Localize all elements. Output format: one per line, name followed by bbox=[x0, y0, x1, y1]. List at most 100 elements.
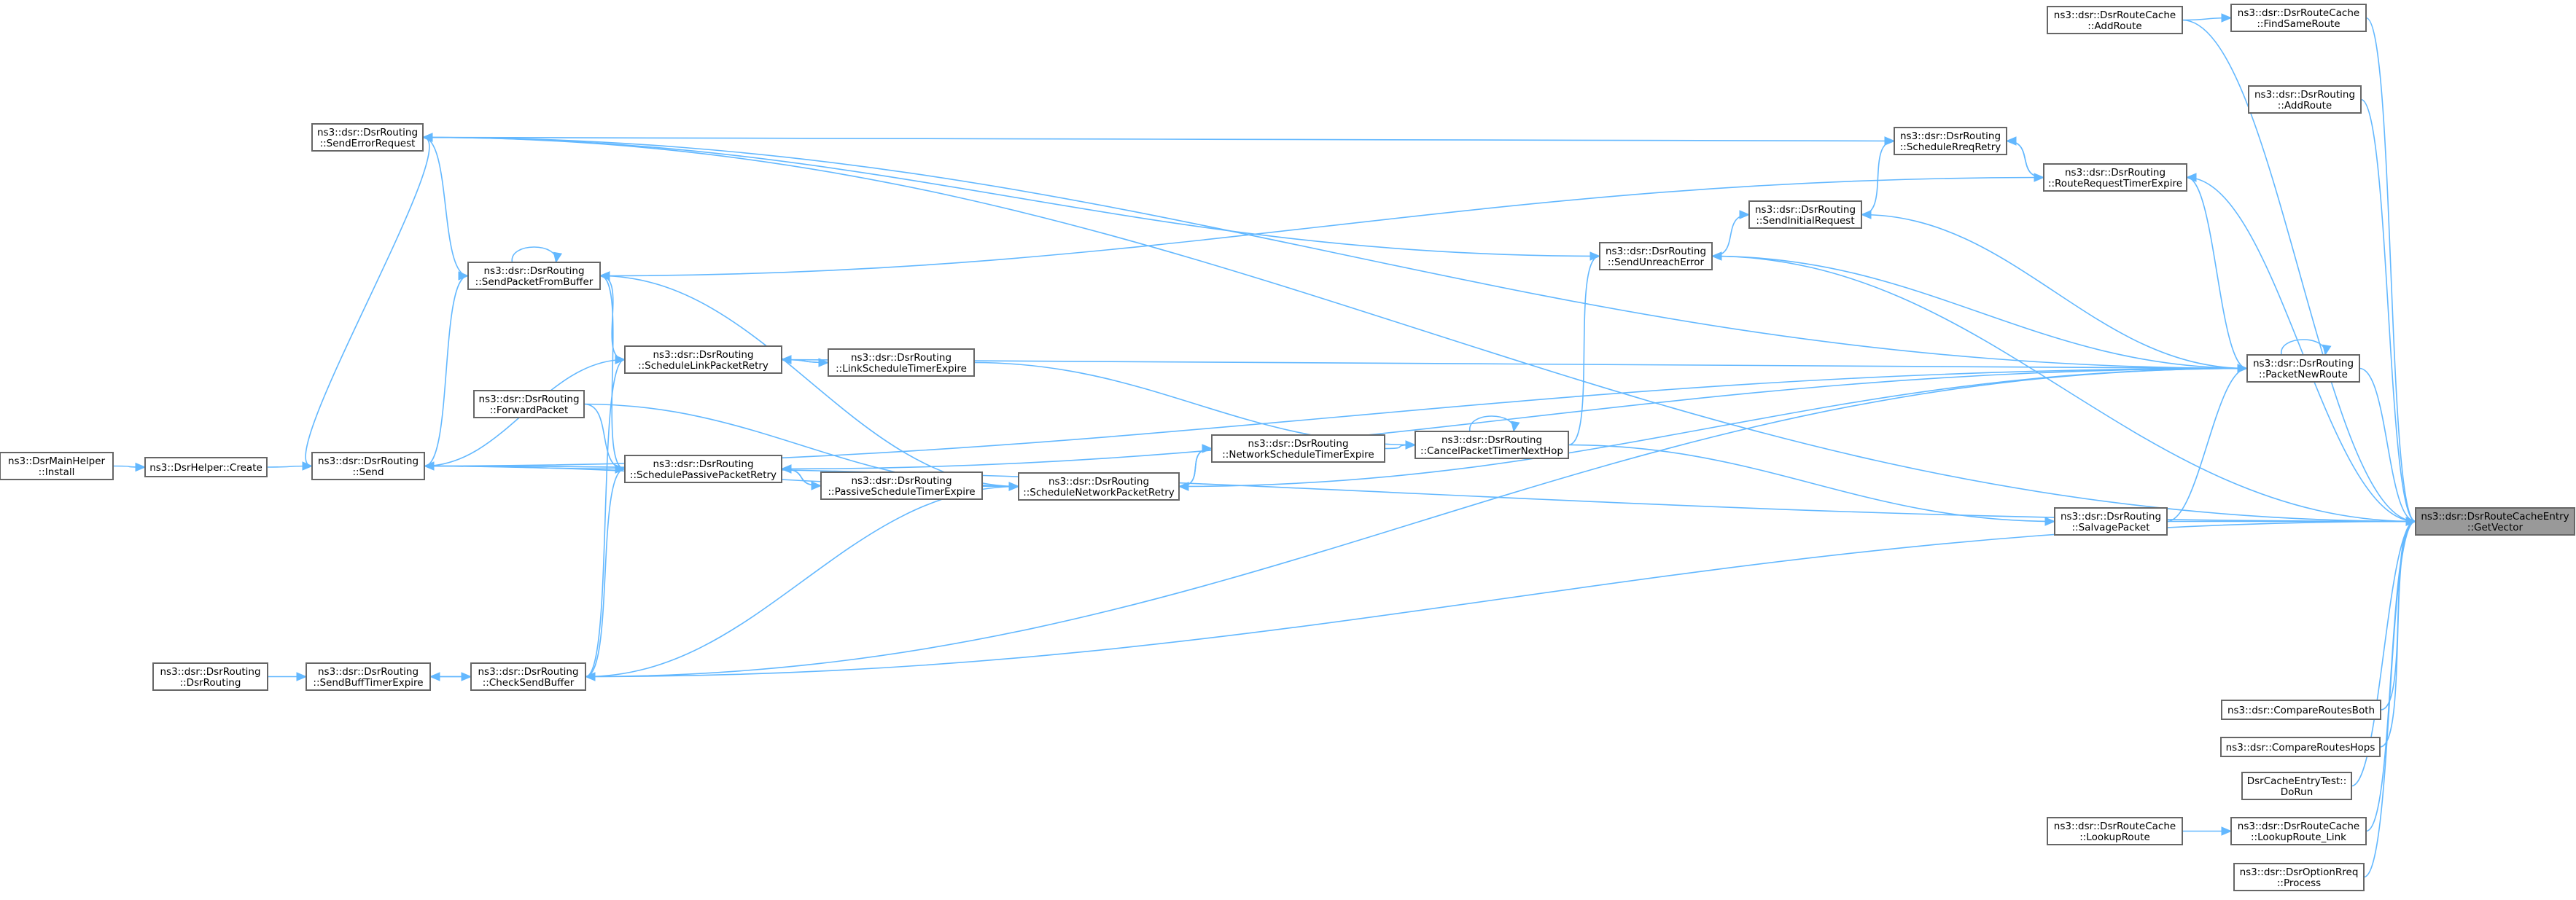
node-get-vector[interactable]: ns3::dsr::DsrRouteCacheEntry::GetVector bbox=[2415, 507, 2575, 536]
node-get-vector-box[interactable] bbox=[2415, 507, 2575, 536]
node-cancel-packet-timer-next-hop[interactable]: ns3::dsr::DsrRouting::CancelPacketTimerN… bbox=[1415, 431, 1569, 459]
edge-option-rreq-process-to-get-vector-line bbox=[2363, 520, 2416, 878]
node-lookup-route-link[interactable]: ns3::dsr::DsrRouteCache::LookupRoute_Lin… bbox=[2230, 817, 2367, 845]
edge-check-send-buffer-to-send-buff-timer-expire bbox=[429, 672, 471, 681]
node-dsr-routing-ctor-box[interactable] bbox=[152, 662, 268, 691]
node-send-packet-from-buffer-box[interactable] bbox=[467, 262, 601, 290]
node-salvage-packet[interactable]: ns3::dsr::DsrRouting::SalvagePacket bbox=[2054, 507, 2168, 536]
node-salvage-packet-box[interactable] bbox=[2054, 507, 2168, 536]
edge-cancel-packet-timer-next-hop-to-send-unreach-error-line bbox=[1568, 255, 1600, 446]
node-schedule-link-packet-retry-box[interactable] bbox=[624, 345, 782, 374]
node-find-same-route[interactable]: ns3::dsr::DsrRouteCache::FindSameRoute bbox=[2230, 4, 2367, 32]
node-forward-packet-label-line-1: ns3::dsr::DsrRouting bbox=[478, 394, 579, 405]
node-main-helper-install[interactable]: ns3::DsrMainHelper::Install bbox=[0, 452, 114, 480]
node-send-buff-timer-expire-label-line-2: ::SendBuffTimerExpire bbox=[313, 677, 423, 689]
node-send-initial-request-label-line-1: ns3::dsr::DsrRouting bbox=[1755, 204, 1856, 216]
node-send-error-request-label-line-1: ns3::dsr::DsrRouting bbox=[317, 127, 418, 138]
node-schedule-network-packet-retry-label-line-1: ns3::dsr::DsrRouting bbox=[1048, 476, 1149, 488]
node-cache-add-route[interactable]: ns3::dsr::DsrRouteCache::AddRoute bbox=[2047, 6, 2183, 34]
node-schedule-rreq-retry[interactable]: ns3::dsr::DsrRouting::ScheduleRreqRetry bbox=[1894, 127, 2007, 155]
node-forward-packet-box[interactable] bbox=[473, 390, 585, 418]
node-send-unreach-error-box[interactable] bbox=[1599, 242, 1713, 270]
node-link-schedule-timer-expire[interactable]: ns3::dsr::DsrRouting::LinkScheduleTimerE… bbox=[828, 348, 975, 377]
node-find-same-route-label-line-1: ns3::dsr::DsrRouteCache bbox=[2238, 7, 2359, 19]
node-schedule-passive-packet-retry-label-line-2: ::SchedulePassivePacketRetry bbox=[630, 469, 777, 481]
node-cache-add-route-box[interactable] bbox=[2047, 6, 2183, 34]
node-compare-routes-both[interactable]: ns3::dsr::CompareRoutesBoth bbox=[2221, 700, 2381, 720]
node-route-request-timer-expire[interactable]: ns3::dsr::DsrRouting::RouteRequestTimerE… bbox=[2043, 163, 2187, 192]
edge-helper-create-to-send bbox=[266, 461, 314, 471]
node-passive-schedule-timer-expire[interactable]: ns3::dsr::DsrRouting::PassiveScheduleTim… bbox=[820, 471, 983, 500]
node-salvage-packet-label-line-1: ns3::dsr::DsrRouting bbox=[2061, 511, 2161, 523]
node-helper-create-box[interactable] bbox=[144, 457, 268, 477]
node-schedule-rreq-retry-box[interactable] bbox=[1894, 127, 2007, 155]
node-route-request-timer-expire-box[interactable] bbox=[2043, 163, 2187, 192]
edge-schedule-link-packet-retry-to-link-schedule-timer-expire-arrowhead bbox=[818, 358, 830, 367]
node-get-vector-label-line-2: ::GetVector bbox=[2467, 522, 2524, 533]
node-main-helper-install-box[interactable] bbox=[0, 452, 114, 480]
node-send-initial-request-box[interactable] bbox=[1748, 200, 1862, 229]
node-send-error-request-box[interactable] bbox=[311, 123, 424, 152]
edge-packet-new-route-to-send-initial-request-line bbox=[1861, 214, 2248, 369]
edge-send-packet-from-buffer-to-send-error-request-line bbox=[422, 136, 469, 277]
edge-network-schedule-timer-expire-to-schedule-network-packet-retry bbox=[1178, 447, 1213, 491]
node-option-rreq-process-box[interactable] bbox=[2233, 863, 2365, 891]
node-compare-routes-hops[interactable]: ns3::dsr::CompareRoutesHops bbox=[2220, 737, 2381, 757]
node-send-unreach-error[interactable]: ns3::dsr::DsrRouting::SendUnreachError bbox=[1599, 242, 1713, 270]
node-schedule-network-packet-retry[interactable]: ns3::dsr::DsrRouting::ScheduleNetworkPac… bbox=[1018, 472, 1180, 501]
node-send[interactable]: ns3::dsr::DsrRouting::Send bbox=[311, 452, 425, 480]
node-check-send-buffer[interactable]: ns3::dsr::DsrRouting::CheckSendBuffer bbox=[470, 662, 586, 691]
edge-send-to-send-error-request bbox=[305, 133, 433, 467]
node-schedule-passive-packet-retry[interactable]: ns3::dsr::DsrRouting::SchedulePassivePac… bbox=[624, 455, 782, 483]
node-packet-new-route-label-line-1: ns3::dsr::DsrRouting bbox=[2253, 358, 2354, 369]
edge-send-initial-request-to-schedule-rreq-retry-line bbox=[1861, 140, 1895, 216]
node-routing-add-route[interactable]: ns3::dsr::DsrRouting::AddRoute bbox=[2248, 85, 2362, 114]
node-lookup-route-box[interactable] bbox=[2047, 817, 2183, 845]
edge-send-initial-request-to-schedule-rreq-retry bbox=[1861, 136, 1896, 216]
node-forward-packet[interactable]: ns3::dsr::DsrRouting::ForwardPacket bbox=[473, 390, 585, 418]
node-send-initial-request[interactable]: ns3::dsr::DsrRouting::SendInitialRequest bbox=[1748, 200, 1862, 229]
node-routing-add-route-box[interactable] bbox=[2248, 85, 2362, 114]
node-do-run-box[interactable] bbox=[2241, 772, 2352, 800]
node-passive-schedule-timer-expire-label-line-2: ::PassiveScheduleTimerExpire bbox=[828, 486, 975, 498]
node-schedule-network-packet-retry-box[interactable] bbox=[1018, 472, 1180, 501]
node-packet-new-route[interactable]: ns3::dsr::DsrRouting::PacketNewRoute bbox=[2246, 354, 2360, 383]
node-packet-new-route-box[interactable] bbox=[2246, 354, 2360, 383]
node-lookup-route[interactable]: ns3::dsr::DsrRouteCache::LookupRoute bbox=[2047, 817, 2183, 845]
node-send-box[interactable] bbox=[311, 452, 425, 480]
node-network-schedule-timer-expire-box[interactable] bbox=[1211, 434, 1385, 463]
edge-check-send-buffer-to-schedule-link-packet-retry-line bbox=[585, 359, 626, 678]
edge-check-send-buffer-to-schedule-network-packet-retry bbox=[585, 482, 1020, 678]
node-lookup-route-link-box[interactable] bbox=[2230, 817, 2367, 845]
node-compare-routes-hops-label-line-1: ns3::dsr::CompareRoutesHops bbox=[2226, 742, 2375, 754]
node-send-buff-timer-expire[interactable]: ns3::dsr::DsrRouting::SendBuffTimerExpir… bbox=[306, 662, 431, 691]
node-cancel-packet-timer-next-hop-box[interactable] bbox=[1415, 431, 1569, 459]
node-option-rreq-process-label-line-1: ns3::dsr::DsrOptionRreq bbox=[2240, 866, 2359, 878]
node-schedule-network-packet-retry-label-line-2: ::ScheduleNetworkPacketRetry bbox=[1023, 487, 1175, 498]
edge-dsr-routing-ctor-to-send-buff-timer-expire-arrowhead bbox=[296, 672, 308, 681]
node-schedule-link-packet-retry[interactable]: ns3::dsr::DsrRouting::ScheduleLinkPacket… bbox=[624, 345, 782, 374]
node-link-schedule-timer-expire-box[interactable] bbox=[828, 348, 975, 377]
node-do-run[interactable]: DsrCacheEntryTest::DoRun bbox=[2241, 772, 2352, 800]
node-schedule-passive-packet-retry-box[interactable] bbox=[624, 455, 782, 483]
node-compare-routes-hops-box[interactable] bbox=[2220, 737, 2381, 757]
node-main-helper-install-label-line-1: ns3::DsrMainHelper bbox=[8, 455, 106, 467]
edge-salvage-packet-to-packet-new-route-line bbox=[2166, 367, 2248, 523]
node-check-send-buffer-box[interactable] bbox=[470, 662, 586, 691]
node-helper-create[interactable]: ns3::DsrHelper::Create bbox=[144, 457, 268, 477]
node-send-error-request[interactable]: ns3::dsr::DsrRouting::SendErrorRequest bbox=[311, 123, 424, 152]
node-find-same-route-box[interactable] bbox=[2230, 4, 2367, 32]
node-compare-routes-both-box[interactable] bbox=[2221, 700, 2381, 720]
node-send-packet-from-buffer[interactable]: ns3::dsr::DsrRouting::SendPacketFromBuff… bbox=[467, 262, 601, 290]
node-option-rreq-process[interactable]: ns3::dsr::DsrOptionRreq::Process bbox=[2233, 863, 2365, 891]
node-passive-schedule-timer-expire-box[interactable] bbox=[820, 471, 983, 500]
node-send-error-request-label-line-2: ::SendErrorRequest bbox=[320, 138, 416, 149]
node-send-label-line-2: ::Send bbox=[352, 466, 384, 478]
edge-send-packet-from-buffer-to-send-packet-from-buffer bbox=[511, 246, 563, 264]
node-dsr-routing-ctor[interactable]: ns3::dsr::DsrRouting::DsrRouting bbox=[152, 662, 268, 691]
edge-check-send-buffer-to-schedule-passive-packet-retry bbox=[585, 464, 626, 678]
node-send-buff-timer-expire-box[interactable] bbox=[306, 662, 431, 691]
edge-packet-new-route-to-send-error-request-line bbox=[422, 136, 2248, 369]
edge-cancel-packet-timer-next-hop-to-cancel-packet-timer-next-hop-line bbox=[1469, 415, 1514, 432]
node-network-schedule-timer-expire[interactable]: ns3::dsr::DsrRouting::NetworkScheduleTim… bbox=[1211, 434, 1385, 463]
